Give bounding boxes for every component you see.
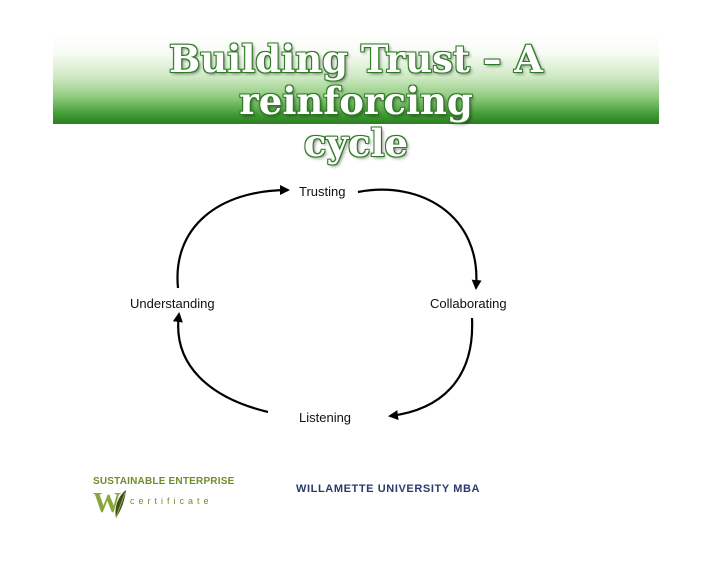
- university-name: WILLAMETTE UNIVERSITY MBA: [296, 483, 481, 495]
- slide-title: Building Trust – A reinforcing cycle: [53, 38, 659, 164]
- logo-heading: SUSTAINABLE ENTERPRISE: [93, 476, 235, 487]
- node-collaborating: Collaborating: [430, 296, 507, 311]
- leaf-icon: [115, 490, 126, 519]
- node-listening: Listening: [299, 410, 352, 425]
- node-trusting: Trusting: [299, 184, 346, 199]
- arrow-trusting-to-collaborating: [357, 188, 482, 290]
- slide-title-line-1: Building Trust – A reinforcing: [169, 37, 543, 123]
- arrow-collaborating-to-listening: [388, 317, 474, 421]
- logo-subtitle: certificate: [130, 496, 213, 506]
- slide-title-line-2: cycle: [303, 121, 409, 165]
- node-understanding: Understanding: [130, 296, 215, 311]
- title-banner: Building Trust – A reinforcing cycle: [53, 34, 659, 164]
- arrow-understanding-to-trusting: [176, 185, 290, 289]
- arrow-listening-to-understanding: [172, 312, 269, 414]
- sustainable-enterprise-logo: SUSTAINABLE ENTERPRISE W certificate: [93, 476, 243, 520]
